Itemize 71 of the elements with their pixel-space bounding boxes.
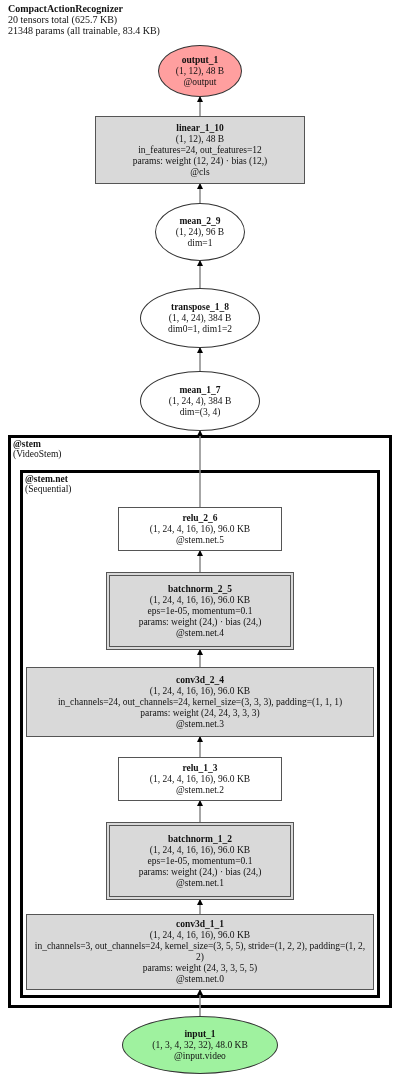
arrow [197, 899, 203, 915]
arrow [197, 430, 203, 508]
node-title: batchnorm_1_2 [168, 833, 232, 845]
node-detail: @stem.net.2 [176, 784, 224, 796]
operation-box [118, 507, 282, 551]
node-detail: @stem.net.4 [176, 627, 224, 639]
node-detail: params: weight (24, 3, 3, 5, 5) [142, 963, 258, 974]
node-detail: params: weight (24, 24, 3, 3, 3) [140, 707, 260, 719]
node-detail: in_channels=24, out_channels=24, kernel_size=(3, 3, 3), padding=(1, 1, 1) [57, 696, 343, 708]
arrow [197, 736, 203, 758]
node-title: batchnorm_2_5 [168, 583, 232, 595]
node-title: input_1 [184, 1028, 216, 1040]
node-detail: dim=1 [187, 237, 213, 249]
arrow [197, 347, 203, 372]
node-detail: (1, 24, 4, 16, 16), 96.0 KB [149, 685, 251, 697]
node-title: transpose_1_8 [170, 301, 230, 313]
node-detail: @stem.net.0 [176, 974, 224, 985]
node-title: conv3d_1_1 [175, 919, 224, 930]
arrow [197, 550, 203, 573]
node-detail: (1, 24, 4, 16, 16), 96.0 KB [149, 773, 251, 785]
node-detail: in_channels=3, out_channels=24, kernel_size=(3, 5, 5), stride=(1, 2, 2), padding=(1, 2, 2) [33, 941, 367, 963]
node-title: relu_2_6 [182, 512, 218, 524]
summary-text: 21348 params (all trainable, 83.4 KB) [8, 25, 160, 36]
arrow [197, 260, 203, 289]
node-detail: (1, 24), 96 B [175, 226, 225, 238]
node-detail: (1, 24, 4, 16, 16), 96.0 KB [149, 594, 251, 606]
layer-box [106, 822, 294, 900]
node-detail: params: weight (24,) · bias (24,) [138, 616, 262, 628]
layer-box [26, 667, 374, 737]
node-title: mean_2_9 [179, 215, 221, 227]
node-detail: (1, 24, 4, 16, 16), 96.0 KB [149, 930, 251, 941]
node-detail: (1, 4, 24), 384 B [168, 312, 232, 324]
node-title: linear_1_10 [176, 122, 224, 134]
diagram-title: CompactActionRecognizer [8, 3, 124, 14]
node-detail: @stem.net.1 [176, 877, 224, 889]
layer-box [106, 572, 294, 650]
node-title: relu_1_3 [182, 762, 218, 774]
module-name: @stem [13, 439, 41, 449]
arrow [197, 649, 203, 668]
node-title: output_1 [181, 54, 219, 66]
node-detail: @stem.net.3 [176, 718, 224, 730]
node-detail: in_features=24, out_features=12 [138, 144, 262, 156]
arrow [197, 800, 203, 823]
node-detail: (1, 12), 48 B [175, 65, 225, 77]
node-detail: params: weight (12, 24) · bias (12,) [132, 155, 268, 167]
node-detail: params: weight (24,) · bias (24,) [138, 866, 262, 878]
operation-box [118, 757, 282, 801]
module-type: (VideoStem) [13, 449, 62, 459]
node-detail: eps=1e-05, momentum=0.1 [147, 605, 253, 617]
module-name: @stem.net [25, 474, 68, 484]
node-detail: dim0=1, dim1=2 [168, 323, 232, 335]
arrow [197, 96, 203, 117]
node-detail: (1, 24, 4, 16, 16), 96.0 KB [149, 523, 251, 535]
node-detail: @output [183, 76, 217, 88]
layer-box [26, 914, 374, 990]
node-title: conv3d_2_4 [175, 674, 224, 686]
node-detail: eps=1e-05, momentum=0.1 [147, 855, 253, 867]
layer-box [95, 116, 305, 184]
node-detail: dim=(3, 4) [179, 406, 221, 418]
summary-text: 20 tensors total (625.7 KB) [8, 14, 119, 25]
node-detail: @input.video [174, 1050, 226, 1062]
node-detail: (1, 24, 4), 384 B [168, 395, 232, 407]
module-type: (Sequential) [25, 484, 72, 494]
node-detail: (1, 12), 48 B [175, 133, 225, 145]
arrow [197, 989, 203, 1017]
node-title: mean_1_7 [179, 384, 221, 396]
node-detail: @stem.net.5 [176, 534, 224, 546]
node-detail: (1, 24, 4, 16, 16), 96.0 KB [149, 844, 251, 856]
arrow [197, 183, 203, 204]
node-detail: @cls [190, 166, 210, 178]
node-detail: (1, 3, 4, 32, 32), 48.0 KB [152, 1039, 248, 1051]
